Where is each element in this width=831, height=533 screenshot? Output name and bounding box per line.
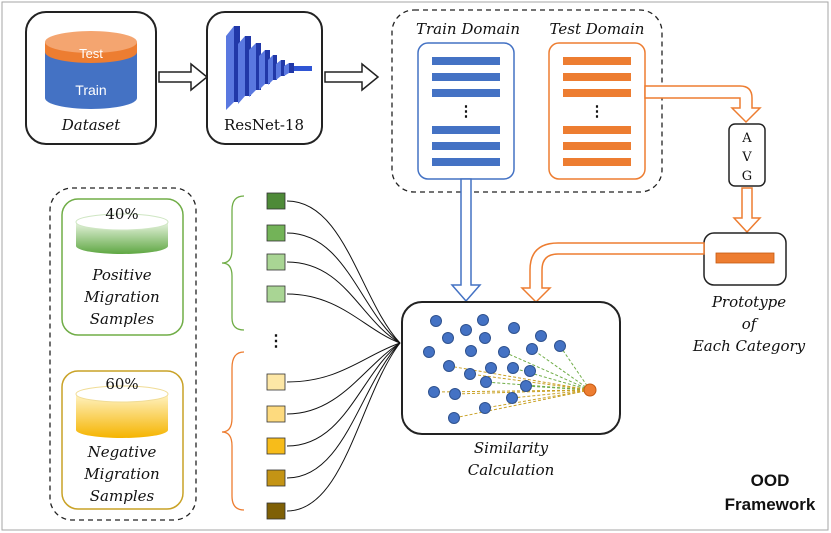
- positive-label-line3: Samples: [90, 310, 155, 328]
- negative-sample-square: [266, 373, 286, 391]
- train-feature-bar: [432, 57, 500, 65]
- train-label: Train: [75, 82, 106, 98]
- footer-line2: Framework: [725, 495, 816, 514]
- similarity-box: [401, 301, 621, 435]
- train-feature-bar: [432, 89, 500, 97]
- negative-samples-box: 60% Negative Migration Samples: [61, 370, 184, 510]
- negative-sample-square: [266, 437, 286, 455]
- test-feature-bar: [563, 89, 631, 97]
- test-label: Test: [79, 46, 103, 61]
- negative-label-line2: Migration: [83, 465, 159, 483]
- test-domain-box: ⋮: [548, 42, 646, 180]
- prototype-label-line3: Each Category: [692, 337, 806, 355]
- negative-label-line1: Negative: [87, 443, 157, 461]
- prototype-label-line1: Prototype: [711, 293, 786, 311]
- test-feature-bar: [563, 142, 631, 150]
- resnet-box: ResNet-18: [206, 11, 323, 145]
- domains-container: [391, 9, 663, 193]
- test-feature-bar: [563, 158, 631, 166]
- positive-cylinder-body: [76, 222, 168, 254]
- prototype-label-line2: of: [742, 315, 759, 333]
- samples-container: [49, 187, 197, 521]
- arrow-train-to-similarity: [450, 178, 482, 303]
- negative-sample-square: [266, 502, 286, 520]
- train-feature-bar: [432, 142, 500, 150]
- sample-squares: [266, 192, 286, 520]
- samples-ellipsis: ⋮: [268, 331, 284, 350]
- test-domain-title: Test Domain: [550, 20, 645, 38]
- prototype-feature-bar: [715, 252, 775, 264]
- arrow-dataset-to-resnet: [158, 62, 209, 92]
- test-feature-bar: [563, 57, 631, 65]
- test-ellipsis: ⋮: [590, 102, 605, 120]
- train-feature-bar: [432, 126, 500, 134]
- network-layers-icon: [226, 26, 312, 110]
- train-feature-bar: [432, 158, 500, 166]
- arrow-resnet-to-domains: [324, 62, 380, 92]
- dataset-label: Dataset: [61, 116, 122, 134]
- train-domain-title: Train Domain: [416, 20, 520, 38]
- avg-letter-a: A: [741, 131, 752, 146]
- positive-label-line2: Migration: [83, 288, 159, 306]
- resnet-label: ResNet-18: [224, 116, 304, 134]
- avg-box: A V G: [728, 123, 766, 187]
- train-ellipsis: ⋮: [459, 102, 474, 120]
- embedding-points: [423, 314, 566, 424]
- footer-line1: OOD: [751, 471, 790, 490]
- test-feature-bar: [563, 73, 631, 81]
- similarity-label-line2: Calculation: [468, 461, 555, 479]
- similarity-label-line1: Similarity: [474, 439, 549, 457]
- train-feature-bar: [432, 73, 500, 81]
- avg-frame: [728, 123, 766, 187]
- arrow-test-to-avg: [644, 85, 762, 124]
- negative-sample-square: [266, 405, 286, 423]
- positive-sample-square: [266, 192, 286, 210]
- positive-samples-box: 40% Positive Migration Samples: [61, 198, 184, 336]
- positive-sample-square: [266, 285, 286, 303]
- positive-percent: 40%: [105, 205, 138, 223]
- arrow-avg-to-prototype: [732, 187, 762, 234]
- positive-brace: [221, 195, 245, 331]
- prototype-point: [583, 383, 597, 397]
- positive-sample-square: [266, 253, 286, 271]
- avg-letter-g: G: [742, 169, 752, 184]
- negative-label-line3: Samples: [90, 487, 155, 505]
- negative-sample-square: [266, 469, 286, 487]
- negative-cylinder-body: [76, 394, 168, 438]
- prototype-box: [703, 232, 787, 286]
- train-cylinder-body: [45, 52, 137, 109]
- negative-cylinder-top: [75, 385, 169, 403]
- dataset-box: Test Train Dataset: [25, 11, 157, 145]
- negative-brace: [221, 351, 245, 511]
- arrow-prototype-to-similarity: [520, 242, 705, 304]
- cylinder-top: [45, 31, 137, 53]
- sample-connection-curves: [286, 200, 401, 512]
- negative-percent: 60%: [105, 375, 138, 393]
- test-feature-bar: [563, 126, 631, 134]
- positive-cylinder-top: [75, 213, 169, 231]
- train-domain-box: ⋮: [417, 42, 515, 180]
- positive-label-line1: Positive: [91, 266, 151, 284]
- positive-sample-square: [266, 224, 286, 242]
- avg-letter-v: V: [741, 150, 752, 165]
